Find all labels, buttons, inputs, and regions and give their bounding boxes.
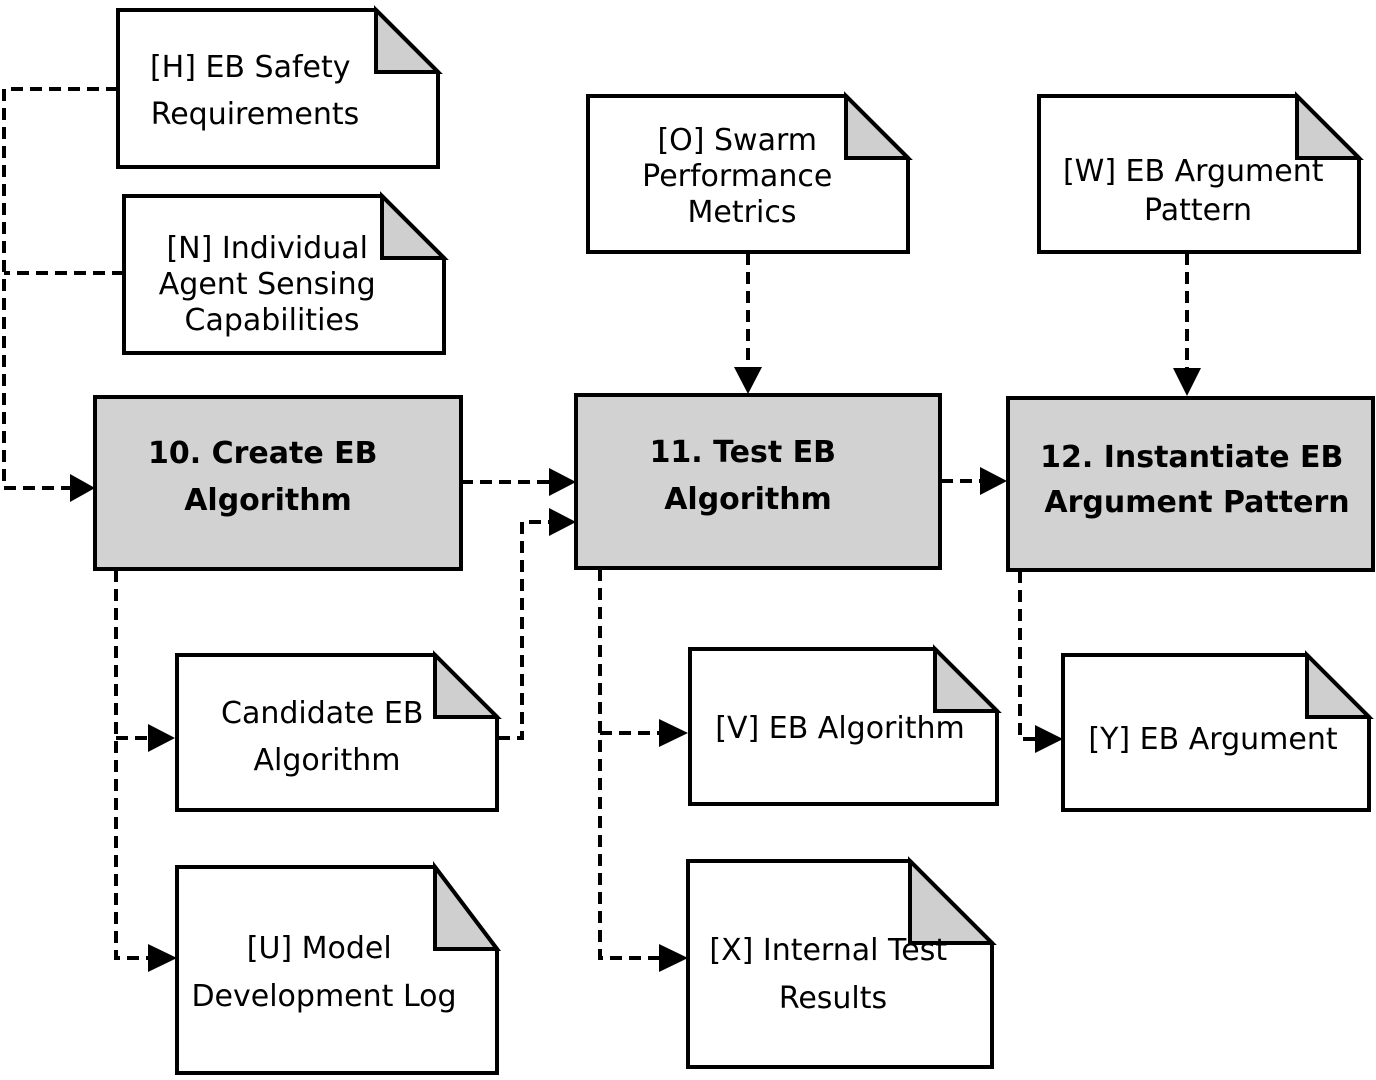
arrowhead-into-instantiate-from-pattern (1173, 368, 1201, 396)
svg-text:[H] EB Safety Requiremen: [H] EB Safety Requirements (150, 50, 360, 132)
arrowhead-into-test-from-create (549, 468, 576, 496)
document-model-log-line1: [U] Model (247, 931, 392, 966)
document-eb-argument-pattern: [W] EB Argument Pattern (1037, 91, 1364, 254)
process-instantiate-argument-pattern: 12. Instantiate EB Argument Pattern (1006, 396, 1375, 572)
document-model-development-log: [U] Model Development Log (175, 861, 502, 1075)
document-eb-argument-line1: [Y] EB Argument (1088, 722, 1337, 757)
document-agent-sensing-line3: Capabilities (185, 303, 360, 338)
process-instantiate-line1: 12. Instantiate EB (1040, 440, 1343, 475)
arrowhead-into-model-log (148, 944, 177, 972)
document-performance-metrics-line3: Metrics (688, 195, 797, 230)
document-performance-metrics-line2: Performance (642, 159, 832, 194)
document-fold-icon (433, 861, 502, 951)
document-agent-sensing-capabilities: [N] Individual Agent Sensing Capabilitie… (122, 191, 449, 355)
arrowhead-into-eb-argument (1035, 725, 1063, 753)
svg-text:10. Create EB Algorithm: 10. Create EB Algorithm (148, 436, 388, 518)
svg-text:[W] EB Argument Pattern: [W] EB Argument Pattern (1063, 154, 1333, 228)
arrowhead-into-test-from-metrics (734, 367, 762, 394)
connector-safety-requirements-to-create (2, 87, 118, 490)
svg-text:[X] Internal Test Result: [X] Internal Test Results (709, 933, 956, 1016)
process-create-line1: 10. Create EB (148, 436, 377, 471)
document-test-results-line2: Results (779, 981, 887, 1016)
connector-create-outputs (114, 570, 150, 960)
document-test-results-line1: [X] Internal Test (709, 933, 947, 968)
document-fold-icon (1295, 91, 1364, 160)
document-internal-test-results: [X] Internal Test Results (686, 856, 997, 1069)
svg-text:[U] Model Development Lo: [U] Model Development Log (191, 931, 456, 1014)
document-swarm-performance-metrics: [O] Swarm Performance Metrics (586, 91, 913, 254)
document-fold-icon (1305, 650, 1374, 719)
document-eb-algorithm: [V] EB Algorithm (688, 644, 1002, 806)
connector-instantiate-to-eb-argument (1018, 571, 1036, 741)
svg-text:12. Instantiate EB Argum: 12. Instantiate EB Argument Pattern (1040, 440, 1354, 520)
document-eb-algorithm-line1: [V] EB Algorithm (715, 711, 964, 746)
svg-text:[O] Swarm Performance: [O] Swarm Performance Metrics (642, 123, 842, 230)
document-candidate-line1: Candidate EB (221, 696, 423, 731)
document-agent-sensing-line2: Agent Sensing (159, 267, 376, 302)
svg-text:11. Test EB Algorithm: 11. Test EB Algorithm (650, 435, 847, 517)
process-test-line2: Algorithm (664, 482, 832, 517)
connector-candidate-to-test (498, 520, 550, 740)
document-model-log-line2: Development Log (191, 979, 456, 1014)
arrowhead-into-test-from-candidate (549, 508, 576, 536)
connectors (2, 87, 1189, 960)
svg-text:Candidate EB Algorithm: Candidate EB Algorithm (221, 696, 433, 778)
document-fold-icon (933, 644, 1002, 713)
document-argument-pattern-line1: [W] EB Argument (1063, 154, 1324, 189)
document-agent-sensing-line1: [N] Individual (166, 231, 368, 266)
document-argument-pattern-line2: Pattern (1144, 193, 1252, 228)
document-safety-requirements-line1: [H] EB Safety (150, 50, 351, 85)
document-fold-icon (844, 91, 913, 160)
svg-text:[Y] EB Argument: [Y] EB Argument (1088, 722, 1337, 757)
document-safety-requirements-line2: Requirements (151, 97, 360, 132)
arrowhead-into-candidate (148, 724, 175, 752)
document-fold-icon (380, 191, 449, 260)
document-eb-argument: [Y] EB Argument (1061, 650, 1374, 812)
arrowhead-into-test-results (659, 944, 688, 972)
arrowhead-into-create (70, 474, 95, 502)
process-create-line2: Algorithm (184, 483, 352, 518)
process-test-line1: 11. Test EB (650, 435, 836, 470)
document-candidate-eb-algorithm: Candidate EB Algorithm (175, 650, 502, 812)
process-instantiate-line2: Argument Pattern (1044, 485, 1349, 520)
svg-text:[N] Individual Agent Sen: [N] Individual Agent Sensing Capabilitie… (159, 231, 385, 338)
arrowhead-into-instantiate-from-test (980, 467, 1007, 495)
document-safety-requirements: [H] EB Safety Requirements (116, 5, 443, 169)
document-performance-metrics-line1: [O] Swarm (657, 123, 817, 158)
document-fold-icon (433, 650, 502, 719)
process-create-eb-algorithm: 10. Create EB Algorithm (93, 395, 463, 571)
document-fold-icon (374, 5, 443, 74)
document-fold-icon (908, 856, 997, 945)
arrowheads (70, 367, 1201, 972)
document-candidate-line2: Algorithm (254, 743, 401, 778)
connector-test-outputs (598, 569, 660, 960)
svg-text:[V] EB Algorithm: [V] EB Algorithm (715, 711, 964, 746)
process-test-eb-algorithm: 11. Test EB Algorithm (574, 393, 942, 570)
arrowhead-into-eb-algorithm (659, 719, 688, 747)
